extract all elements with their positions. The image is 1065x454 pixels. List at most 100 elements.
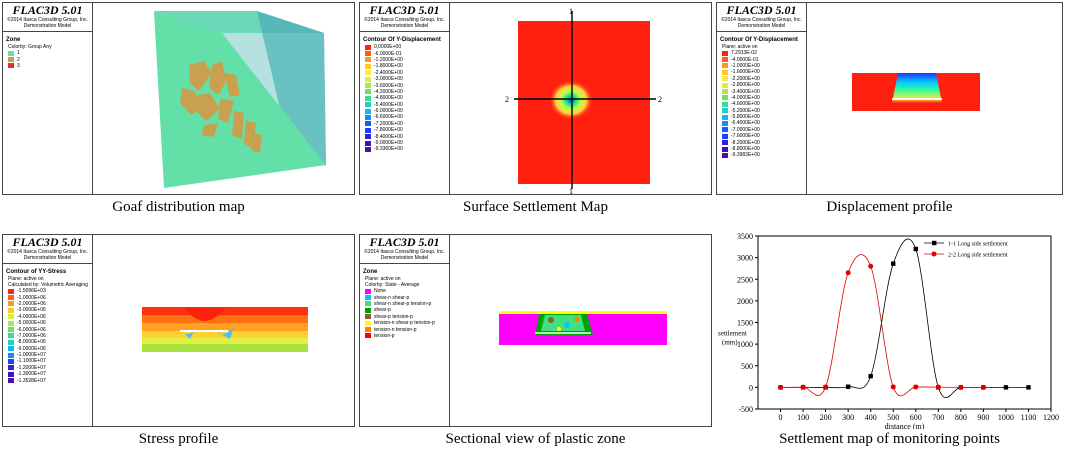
displacement-section-view (852, 73, 980, 111)
legend-swatch (365, 114, 371, 120)
plastic-caption: Sectional view of plastic zone (445, 431, 626, 447)
plastic-spot (557, 327, 561, 331)
y-tick-label: 2500 (737, 275, 753, 284)
section-label-2-right: 2 (658, 95, 662, 104)
legend-swatch (8, 295, 14, 301)
legend-row: 0.0000E+00 (360, 44, 449, 50)
legend-swatch (722, 89, 728, 95)
legend-row: -1.0000E+06 (3, 294, 92, 301)
legend-subtitle-2: Calculated by: Volumetric Averaging (8, 282, 88, 288)
legend-row: -7.6000E+00 (717, 133, 806, 139)
legend-row: -1.0000E+00 (717, 63, 806, 69)
copyright: ©2014 Itasca Consulting Group, Inc. (7, 249, 88, 255)
legend-row: -7.8000E+00 (360, 127, 449, 133)
legend-row: -3.4000E+00 (717, 88, 806, 95)
stress-band-6 (142, 344, 308, 352)
legend-label: -8.2000E+00 (731, 139, 760, 146)
plastic-spot (548, 317, 554, 323)
legend-label: -1.0000E+00 (731, 62, 760, 69)
legend-label: -9.0000E+00 (374, 140, 403, 147)
legend-row: shear-n shear-p tension-p (360, 301, 449, 307)
x-tick-label: 1100 (1021, 413, 1037, 422)
legend-swatch (8, 378, 14, 384)
legend-label: -6.0000E+00 (374, 108, 403, 115)
stress-legend: FLAC3D 5.01 ©2014 Itasca Consulting Grou… (3, 235, 93, 426)
data-point (913, 384, 919, 390)
legend-marker (932, 240, 937, 246)
section-label-2-left: 2 (505, 95, 509, 104)
x-tick-label: 0 (779, 413, 783, 422)
legend-swatch (365, 51, 371, 57)
legend-title: Zone (363, 269, 378, 275)
model-name: Demonstration Model (3, 23, 92, 32)
data-point (800, 384, 806, 390)
stress-concentration-2 (216, 327, 234, 339)
data-point (823, 384, 829, 390)
copyright: ©2014 Itasca Consulting Group, Inc. (7, 17, 88, 23)
plastic-spot (574, 316, 580, 322)
data-point (890, 384, 896, 390)
legend-row: None (360, 288, 449, 294)
app-title: FLAC3D 5.01 (12, 3, 83, 17)
legend-label: 0.0000E+00 (374, 44, 402, 51)
displacement-caption: Displacement profile (826, 199, 953, 215)
displacement-legend: FLAC3D 5.01 ©2014 Itasca Consulting Grou… (717, 3, 807, 194)
legend-label: shear-p tension-p (374, 313, 413, 320)
legend-label: -2.8000E+00 (731, 82, 760, 89)
legend-row: -4.0000E+00 (717, 95, 806, 101)
app-title: FLAC3D 5.01 (369, 3, 440, 17)
legend-label: -5.8000E+00 (731, 114, 760, 121)
surface-contour-view: 1 1 2 2 (505, 7, 662, 194)
legend-row: -5.0000E+06 (3, 320, 92, 326)
legend-row: shear-n shear-p (360, 294, 449, 301)
plastic-panel: FLAC3D 5.01 ©2014 Itasca Consulting Grou… (359, 234, 712, 427)
stress-caption: Stress profile (138, 431, 219, 447)
goaf-area-9 (202, 123, 218, 137)
legend-subtitle: Colorby: Group Any (8, 44, 52, 50)
legend-row: -2.0000E+06 (3, 301, 92, 307)
legend-row: -4.6000E+00 (717, 101, 806, 107)
legend-label: -1.6000E+00 (731, 69, 760, 76)
legend-swatch (722, 108, 728, 114)
legend-row: -5.8000E+00 (717, 114, 806, 120)
legend-swatch (365, 295, 371, 301)
x-tick-label: 100 (797, 413, 809, 422)
copyright: ©2014 Itasca Consulting Group, Inc. (721, 17, 802, 23)
stress-band-2 (142, 315, 308, 323)
legend-label: 1 (17, 50, 20, 57)
app-title: FLAC3D 5.01 (12, 235, 83, 249)
x-axis-label: distance (m) (885, 422, 925, 429)
legend-swatch (8, 358, 14, 364)
legend-subtitle: Plane: active on (722, 44, 758, 50)
legend-title: Contour of YY-Stress (6, 269, 67, 275)
goaf-area-6 (224, 73, 240, 97)
legend-label: -1.3000E+07 (17, 371, 46, 378)
stress-band-1 (142, 307, 308, 315)
y-tick-label: 2000 (737, 297, 753, 306)
app-title: FLAC3D 5.01 (369, 235, 440, 249)
legend-label: -9.3983E+00 (731, 152, 760, 159)
legend-items: 0.0000E+00-6.0000E-01-1.2000E+00-1.8000E… (360, 44, 449, 153)
legend-swatch (8, 320, 14, 326)
legend-subtitle: Plane: active on (8, 276, 44, 282)
legend-row: -6.0000E-01 (360, 50, 449, 57)
legend-swatch (365, 57, 371, 63)
model-name: Demonstration Model (360, 255, 449, 264)
legend-row: -9.3360E+00 (360, 146, 449, 152)
legend-swatch (8, 327, 14, 333)
x-tick-label: 600 (910, 413, 922, 422)
stress-band-5 (142, 338, 308, 344)
legend-label: -7.2000E+00 (374, 120, 403, 127)
legend-label: -4.0000E+06 (17, 313, 46, 320)
legend-label: -1.0000E+06 (17, 294, 46, 301)
data-point (1003, 385, 1009, 390)
y-tick-label: -500 (738, 405, 753, 414)
legend-label: -7.0000E+00 (731, 126, 760, 133)
legend-label: -4.8000E+00 (374, 95, 403, 102)
legend-label: -1.2000E+00 (374, 56, 403, 63)
legend-swatch (365, 89, 371, 95)
plastic-legend: FLAC3D 5.01 ©2014 Itasca Consulting Grou… (360, 235, 450, 426)
legend-row: -1.1000E+07 (3, 358, 92, 364)
legend-label: -2.0000E+06 (17, 300, 46, 307)
legend-row: -8.4000E+00 (360, 133, 449, 140)
